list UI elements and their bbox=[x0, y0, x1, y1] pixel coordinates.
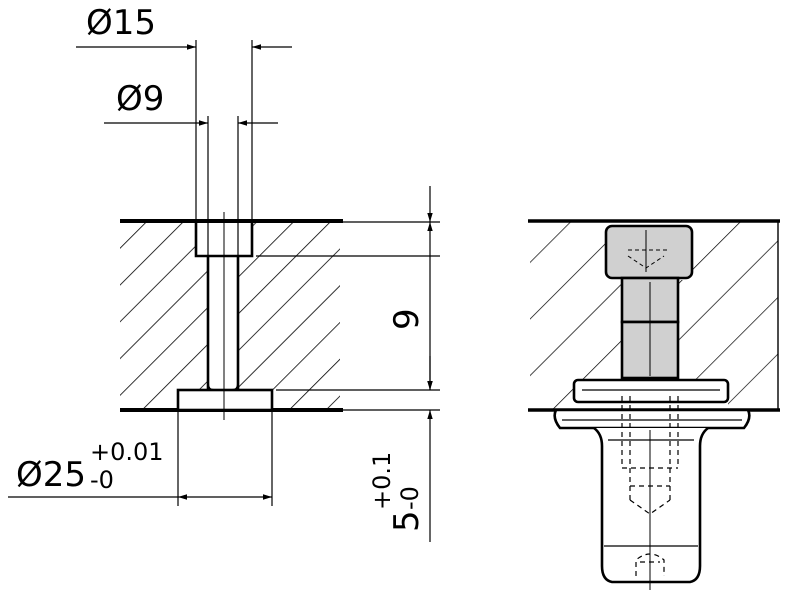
screw-head bbox=[604, 224, 694, 280]
bushing-body bbox=[593, 426, 709, 584]
dim-depth-9: 9 bbox=[387, 308, 427, 330]
dim-d25-lower-tol: -0 bbox=[90, 466, 114, 494]
bushing-flange bbox=[572, 378, 730, 404]
dim-depth-5-upper-tol: +0.1 bbox=[368, 452, 396, 510]
right-assembly-view bbox=[528, 219, 780, 590]
dim-d15: Ø15 bbox=[86, 3, 156, 43]
left-section-view: Ø15 Ø9 Ø25 +0.01 -0 9 5 +0.1 -0 bbox=[8, 3, 440, 542]
dim-d25: Ø25 bbox=[16, 455, 86, 495]
left-block-hatch bbox=[120, 222, 340, 410]
dim-d9: Ø9 bbox=[116, 79, 164, 119]
dim-depth-5: 5 bbox=[387, 510, 427, 532]
dim-depth-5-lower-tol: -0 bbox=[396, 486, 424, 510]
dim-d25-upper-tol: +0.01 bbox=[90, 438, 164, 466]
left-bottom-recess bbox=[176, 388, 274, 412]
bushing-collar bbox=[553, 408, 751, 430]
